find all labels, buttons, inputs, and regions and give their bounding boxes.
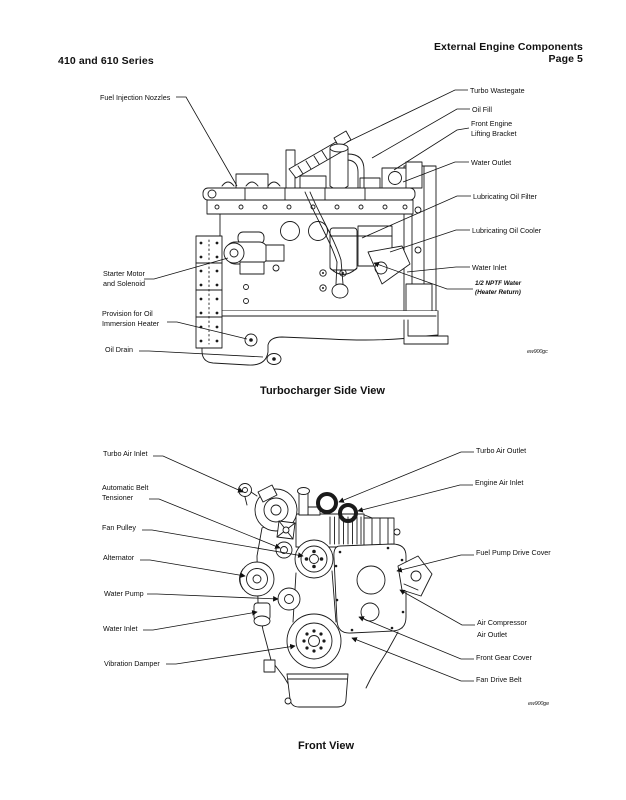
page-series-heading: 410 and 610 Series [58, 55, 154, 67]
side-view-leader-lines [139, 89, 473, 358]
label-water-inlet-side: Water Inlet [472, 263, 507, 272]
label-turbo-air-outlet: Turbo Air Outlet [476, 446, 527, 455]
label-oil-fill: Oil Fill [472, 105, 492, 114]
label-fuel-pump-drive-cover: Fuel Pump Drive Cover [476, 548, 551, 557]
label-lubricating-oil-cooler: Lubricating Oil Cooler [472, 226, 542, 235]
side-view-figure-code: ew900gc [527, 349, 548, 355]
label-water-outlet: Water Outlet [471, 158, 512, 167]
label-alternator: Alternator [103, 553, 135, 562]
front-view-leader-lines [140, 451, 475, 682]
page-title: External Engine Components [433, 41, 583, 53]
page-number: Page 5 [548, 53, 583, 65]
side-view-caption: Turbocharger Side View [260, 385, 385, 397]
label-fan-drive-belt: Fan Drive Belt [476, 675, 522, 684]
label-oil-drain: Oil Drain [105, 345, 133, 354]
label-nptf-water-heater-return: 1/2 NPTF Water (Heater Return) [475, 280, 522, 296]
front-view-caption: Front View [297, 740, 355, 752]
label-fuel-injection-nozzles: Fuel Injection Nozzles [100, 93, 171, 102]
front-view-drawing [238, 483, 433, 708]
label-air-compressor-air-outlet: Air Compressor Air Outlet [477, 618, 527, 639]
label-water-inlet-front: Water Inlet [103, 624, 138, 633]
label-engine-air-inlet: Engine Air Inlet [475, 478, 524, 487]
label-automatic-belt-tensioner: Automatic Belt Tensioner [102, 483, 149, 502]
label-front-gear-cover: Front Gear Cover [476, 653, 532, 662]
label-fan-pulley: Fan Pulley [102, 523, 136, 532]
side-view-drawing [195, 130, 449, 366]
label-provision-oil-immersion-heater: Provision for Oil Immersion Heater [102, 309, 160, 328]
label-starter-motor-and-solenoid: Starter Motor and Solenoid [103, 269, 145, 288]
front-view-figure-code: ew900ge [528, 701, 549, 707]
label-lubricating-oil-filter: Lubricating Oil Filter [473, 192, 537, 201]
label-turbo-wastegate: Turbo Wastegate [470, 86, 525, 95]
label-front-engine-lifting-bracket: Front Engine Lifting Bracket [471, 119, 517, 138]
label-turbo-air-inlet: Turbo Air Inlet [103, 449, 148, 458]
label-vibration-damper: Vibration Damper [104, 659, 160, 668]
page-title-block: External Engine Components Page 5 [434, 41, 583, 65]
label-water-pump: Water Pump [104, 589, 144, 598]
